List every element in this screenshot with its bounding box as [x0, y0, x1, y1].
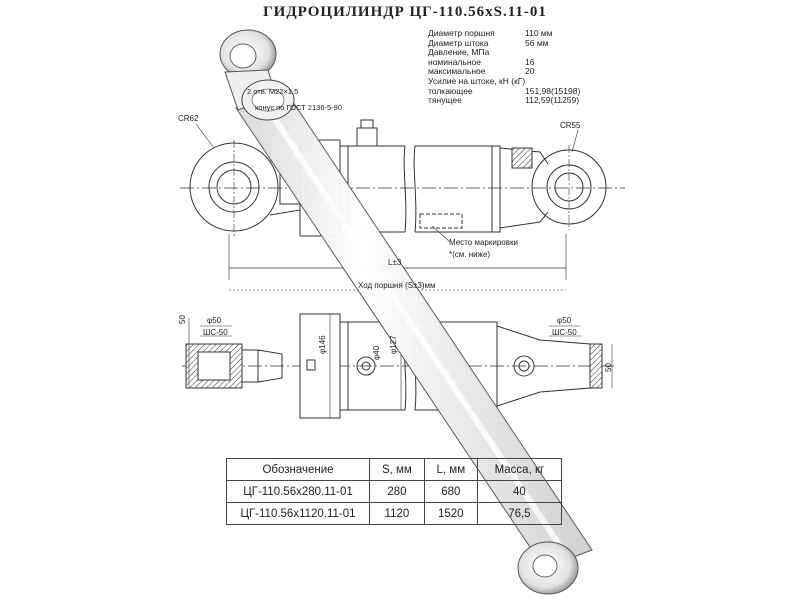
spec-row: толкающее 151,98(15198): [428, 85, 628, 97]
table-header-row: Обозначение S, мм L, мм Масса, кг: [226, 458, 563, 481]
variants-table: Обозначение S, мм L, мм Масса, кг ЦГ-110…: [226, 458, 563, 525]
d50-right-label: φ50: [557, 316, 572, 325]
spec-value: 16: [525, 56, 535, 67]
spec-row: Усилие на штоке, кН (кГ): [428, 75, 628, 87]
d146-label: φ146: [318, 335, 327, 354]
table-header: Масса, кг: [476, 458, 563, 481]
w50-right-label: 50: [604, 363, 613, 372]
right-bushing: [589, 343, 603, 389]
stroke-label: Ход поршня (S±3)мм: [358, 281, 436, 290]
drawing-title: ГИДРОЦИЛИНДР ЦГ-110.56хS.11-01: [263, 4, 547, 20]
spec-label: тянущее: [428, 95, 462, 106]
spec-row: тянущее 112,59(11259): [428, 95, 628, 106]
spec-row: максимальное 20: [428, 67, 628, 77]
table-cell: ЦГ-110.56х1120.11-01: [226, 502, 370, 525]
table-cell: ЦГ-110.56х280.11-01: [226, 480, 370, 503]
d40-label: φ40: [372, 345, 381, 360]
top-view: [182, 313, 615, 419]
spec-row: номинальное 16: [428, 56, 628, 68]
spec-label: Диаметр штока: [428, 37, 489, 48]
spec-row: Давление, МПа: [428, 47, 628, 58]
table-header: L, мм: [423, 458, 478, 481]
spec-value: 112,59(11259): [525, 95, 580, 106]
spec-label: номинальное: [428, 56, 481, 67]
d50-left-label: φ50: [207, 316, 222, 325]
spec-value: 110 мм: [525, 28, 553, 38]
table-cell: 280: [369, 480, 425, 503]
spec-value: 56 мм: [525, 37, 549, 48]
spec-label: Диаметр поршня: [428, 28, 495, 38]
rear-grease-nipple: [511, 147, 533, 169]
table-cell: 680: [423, 480, 478, 503]
spec-value: 20: [525, 66, 535, 77]
spec-label: максимальное: [428, 66, 486, 77]
table-cell: 1520: [423, 502, 478, 525]
d127-label: φ127: [389, 335, 398, 354]
shs50-left-label: ШС-50: [203, 328, 228, 337]
spec-row: Диаметр поршня 110 мм: [428, 28, 628, 39]
table-header: Обозначение: [226, 458, 370, 481]
spec-label: толкающее: [428, 85, 473, 96]
marking-note: *(см. ниже): [449, 250, 491, 259]
port-fitting: [356, 127, 378, 147]
shs50-right-label: ШС-50: [552, 328, 577, 337]
front-gland-top: [299, 313, 341, 419]
marking-label: Место маркировки: [449, 238, 518, 247]
table-cell: 40: [476, 480, 563, 503]
w50-left-label: 50: [178, 315, 187, 324]
table-header: S, мм: [369, 458, 425, 481]
spec-value: 151,98(15198): [525, 85, 581, 96]
table-row: ЦГ-110.56х280.11-01 280 680 40: [226, 480, 563, 503]
length-label: L±3: [388, 258, 402, 267]
sr62-label: СR62: [178, 114, 199, 123]
side-view: [180, 119, 625, 291]
table-cell: 76,5: [476, 502, 563, 525]
port-circle: [356, 356, 376, 376]
sr55-label: СR55: [560, 121, 581, 130]
spec-label: Давление, МПа: [428, 47, 490, 58]
spec-row: Диаметр штока 56 мм: [428, 37, 628, 49]
holes-label: 2 отв. М22×1,5: [247, 87, 299, 96]
table-row: ЦГ-110.56х1120.11-01 1120 1520 76,5: [226, 502, 563, 525]
marking-area: [419, 213, 463, 229]
table-cell: 1120: [369, 502, 425, 525]
gost-label: конус по ГОСТ 2136-5-90: [255, 103, 342, 112]
spec-label: Усилие на штоке, кН (кГ): [428, 75, 526, 86]
